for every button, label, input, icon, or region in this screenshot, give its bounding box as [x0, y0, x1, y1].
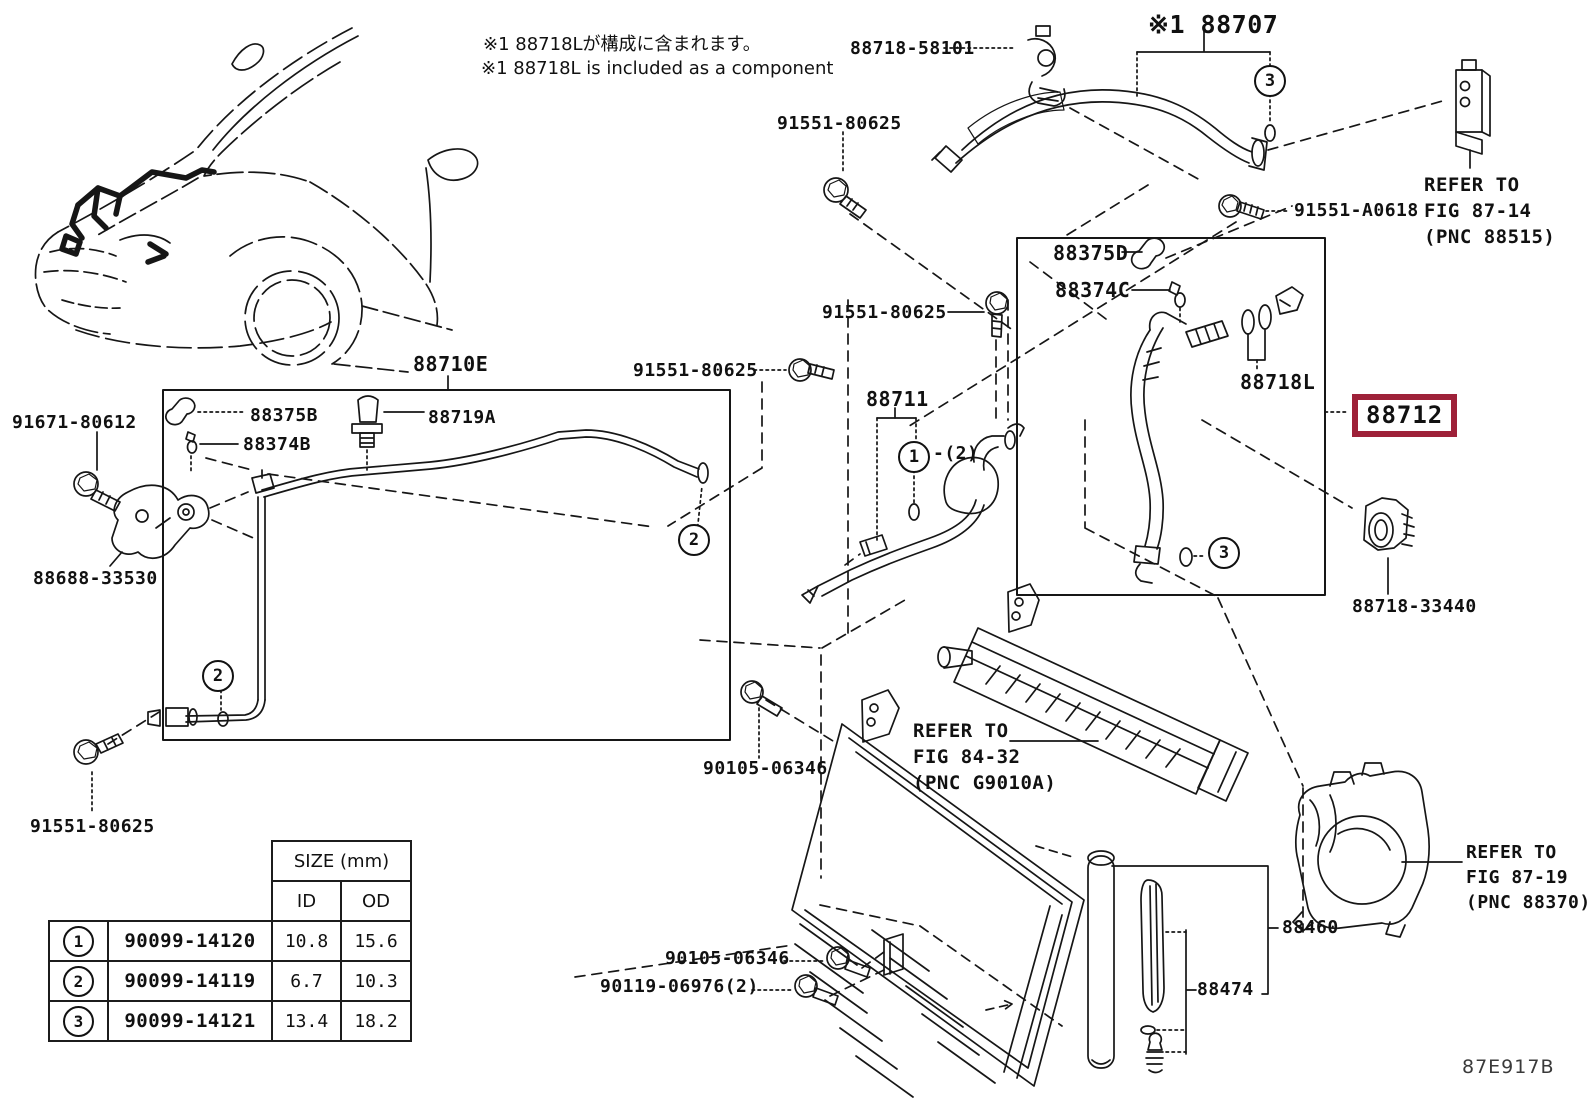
pipe-88707	[931, 89, 1268, 173]
row-id-value: 10.8	[271, 920, 342, 962]
condenser	[574, 599, 1085, 1098]
note-english: ※1 88718L is included as a component	[481, 58, 834, 79]
part-label-91551-80625-a[interactable]: 91551-80625	[777, 113, 902, 134]
part-label-88460[interactable]: 88460	[1282, 917, 1339, 938]
row-callout-2: 2	[63, 965, 94, 997]
row-part-number[interactable]: 90099-14121	[107, 1000, 273, 1042]
group-box-88710e	[162, 375, 731, 741]
pipe-88710e-parts	[147, 395, 709, 727]
part-label-88719a[interactable]: 88719A	[428, 407, 497, 428]
part-label-88688-33530[interactable]: 88688-33530	[33, 568, 158, 589]
callout-1-88711: 1	[898, 441, 930, 473]
part-label-91551-80625-b[interactable]: 91551-80625	[822, 302, 947, 323]
row-id-value: 13.4	[271, 1000, 342, 1042]
table-row: 3 90099-14121 13.4 18.2	[48, 1000, 412, 1042]
pipe-88711	[801, 299, 1025, 641]
highlighted-piping	[59, 167, 217, 265]
bolt-91551-80625-b	[947, 291, 1009, 425]
part-label-88474[interactable]: 88474	[1197, 979, 1254, 1000]
part-label-88374b[interactable]: 88374B	[243, 434, 312, 455]
callout-2-left: 2	[202, 660, 234, 692]
row-callout-3: 3	[63, 1005, 94, 1037]
diagram-code: 87E917B	[1462, 1056, 1555, 1078]
compressor	[1217, 597, 1463, 938]
row-od-value: 18.2	[340, 1000, 412, 1042]
group-box-88712	[1016, 237, 1349, 596]
part-label-90105-06346-b[interactable]: 90105-06346	[665, 948, 790, 969]
selected-part-88712[interactable]: 88712	[1352, 394, 1458, 437]
bracket-88688-33530	[73, 431, 259, 567]
part-label-88375d[interactable]: 88375D	[1053, 241, 1129, 265]
part-label-88712: 88712	[1366, 401, 1444, 429]
callout-2-right: 2	[678, 524, 710, 556]
part-label-88711[interactable]: 88711	[866, 387, 929, 411]
part-label-88718l[interactable]: 88718L	[1240, 370, 1316, 394]
hose-88712-parts	[1029, 237, 1353, 598]
part-label-88718-58101[interactable]: 88718-58101	[850, 38, 975, 59]
refer-fig-87-19: REFER TO FIG 87-19 (PNC 88370)	[1466, 842, 1591, 913]
bolt-91551-a0618	[1218, 194, 1291, 220]
table-size-header: SIZE (mm)	[271, 840, 412, 882]
table-od-header: OD	[340, 880, 412, 922]
part-label-91551-80625-c[interactable]: 91551-80625	[633, 360, 758, 381]
part-label-91551-a0618[interactable]: 91551-A0618	[1294, 200, 1419, 221]
part-label-88710e[interactable]: 88710E	[413, 352, 489, 376]
part-label-90105-06346-a[interactable]: 90105-06346	[703, 758, 828, 779]
bolt-91551-80625-d	[73, 708, 165, 815]
part-label-88375b[interactable]: 88375B	[250, 405, 319, 426]
table-row: 1 90099-14120 10.8 15.6	[48, 920, 412, 962]
table-row: 2 90099-14119 6.7 10.3	[48, 960, 412, 1002]
row-od-value: 10.3	[340, 960, 412, 1002]
refer-fig-84-32: REFER TO FIG 84-32 (PNC G9010A)	[913, 720, 1057, 794]
row-part-number[interactable]: 90099-14120	[107, 920, 273, 962]
vehicle-line-art	[34, 27, 479, 373]
note-japanese: ※1 88718Lが構成に含まれます。	[483, 34, 761, 55]
row-part-number[interactable]: 90099-14119	[107, 960, 273, 1002]
oring-size-table: SIZE (mm) ID OD 1 90099-14120 10.8 15.6 …	[48, 840, 412, 1042]
construction-dashes-top	[849, 99, 1447, 429]
part-label-88707[interactable]: ※1 88707	[1148, 10, 1279, 39]
receiver-drier-88460	[985, 845, 1279, 1074]
bolt-91551-80625-c	[667, 358, 835, 527]
bracket-88707-callout	[1136, 29, 1276, 142]
part-label-88718-33440[interactable]: 88718-33440	[1352, 596, 1477, 617]
label-88711-qty: -(2)	[933, 443, 979, 464]
part-label-91551-80625-d[interactable]: 91551-80625	[30, 816, 155, 837]
clamp-88718-58101	[943, 25, 1066, 107]
part-label-91671-80612[interactable]: 91671-80612	[12, 412, 137, 433]
callout-3-top: 3	[1254, 65, 1286, 97]
row-id-value: 6.7	[271, 960, 342, 1002]
part-label-90119-06976[interactable]: 90119-06976(2)	[600, 976, 759, 997]
row-od-value: 15.6	[340, 920, 412, 962]
table-id-header: ID	[271, 880, 342, 922]
radiator	[937, 583, 1249, 802]
part-label-88374c[interactable]: 88374C	[1055, 278, 1131, 302]
expansion-valve	[1455, 59, 1491, 169]
clamp-88718-33440	[1363, 497, 1415, 595]
row-callout-1: 1	[63, 925, 94, 957]
callout-3-hose: 3	[1208, 537, 1240, 569]
bolt-91551-80625-a	[823, 131, 867, 219]
refer-fig-87-14: REFER TO FIG 87-14 (PNC 88515)	[1424, 174, 1556, 248]
